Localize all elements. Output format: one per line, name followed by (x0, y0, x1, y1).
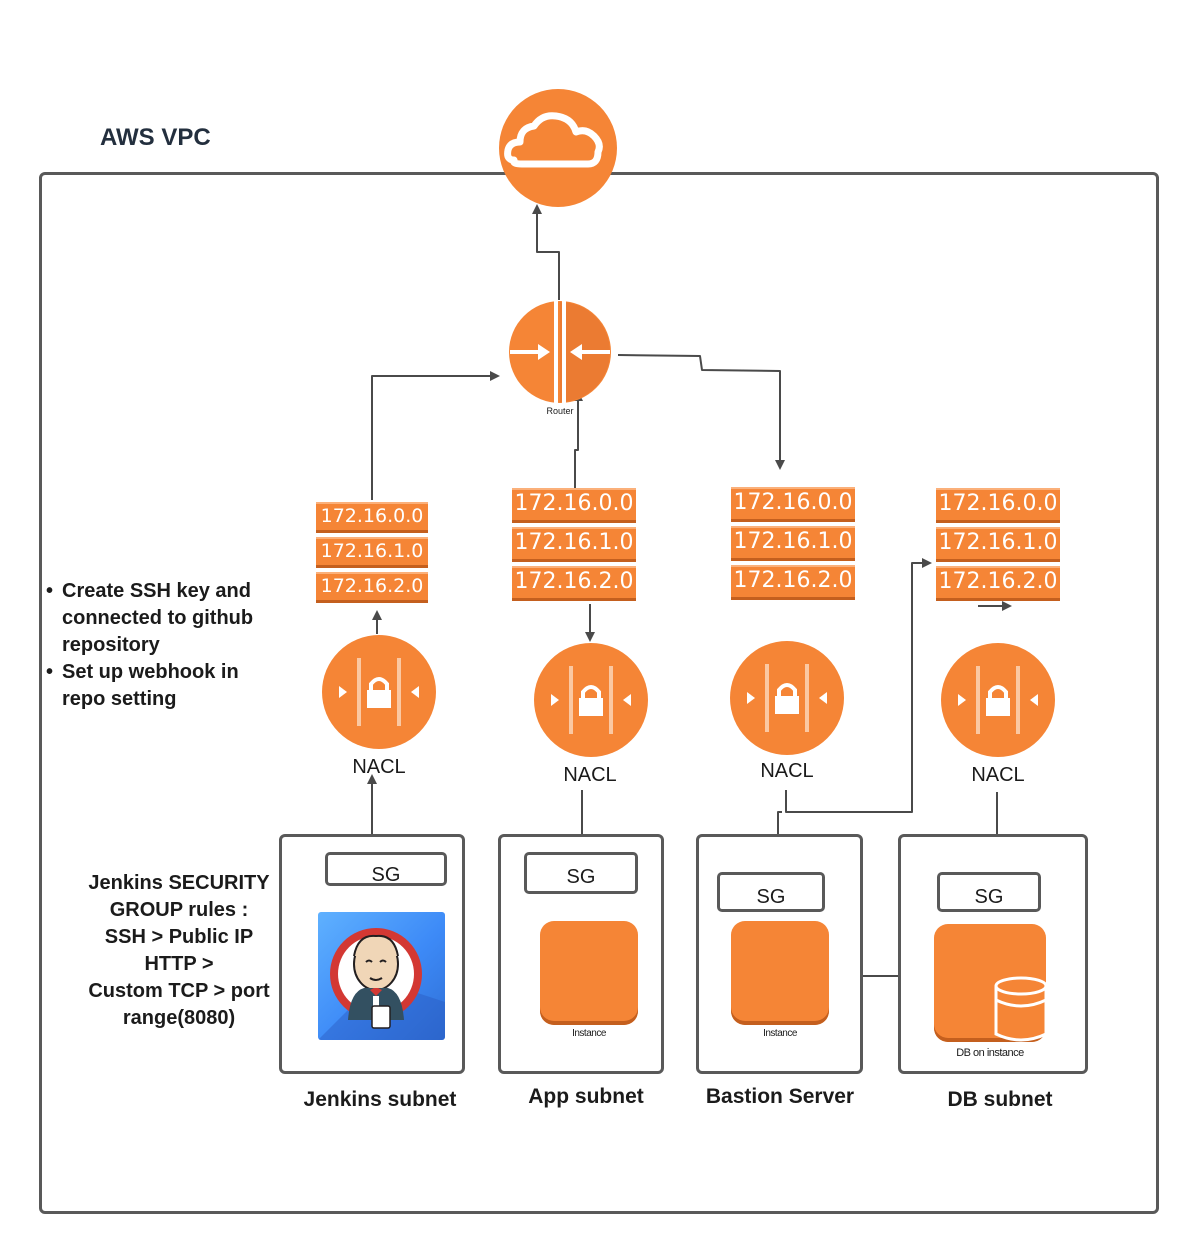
app-nacl-lock-icon (534, 643, 648, 757)
app-cidr-table: 172.16.0.0 172.16.1.0 172.16.2.0 (512, 488, 636, 601)
bastion-sg-box: SG (717, 872, 825, 912)
cidr-entry: 172.16.0.0 (512, 488, 636, 523)
router-to-bastion-arrow (617, 354, 785, 470)
jenkins-sg-box: SG (325, 852, 447, 886)
app-instance-icon (540, 921, 638, 1025)
db-nacl-label: NACL (971, 764, 1025, 786)
bastion-nacl-lock-icon (730, 641, 844, 755)
cidr-entry: 172.16.0.0 (316, 502, 428, 533)
jenkins-cidr-table: 172.16.0.0 172.16.1.0 172.16.2.0 (316, 502, 428, 603)
cidr-entry: 172.16.1.0 (316, 537, 428, 568)
jenkins-nacl-lock-icon (322, 635, 436, 749)
bastion-instance-label: Instance (763, 1028, 797, 1039)
db-cidr-table: 172.16.0.0 172.16.1.0 172.16.2.0 (936, 488, 1060, 601)
app-sg-box: SG (524, 852, 638, 894)
sg-rule-line: SSH > Public IP (104, 926, 254, 948)
cidr-entry: 172.16.2.0 (316, 572, 428, 603)
jenkins-logo-icon (318, 912, 445, 1040)
jenkins-sg-rules-note: Jenkins SECURITY GROUP rules : SSH > Pub… (72, 870, 286, 1032)
jenkins-logo-art (318, 928, 445, 1040)
jenkins-subnet-label: Jenkins subnet (303, 1088, 457, 1111)
router-icon (509, 300, 611, 404)
sg-rule-line: Jenkins SECURITY GROUP rules : (88, 872, 270, 921)
note-bullet: Create SSH key and connected to github r… (46, 578, 292, 659)
note-bullet: Set up webhook in repo setting (46, 659, 272, 713)
db-nacl-lock-icon (941, 643, 1055, 757)
cidr-entry: 172.16.0.0 (731, 487, 855, 522)
db-sg-box: SG (937, 872, 1041, 912)
router-to-internet-arrow (532, 204, 560, 300)
db-instance-label: DB on instance (956, 1047, 1024, 1059)
sg-rule-line: HTTP > (144, 953, 214, 975)
bastion-subnet-label: Bastion Server (705, 1085, 855, 1108)
app-to-router-arrow (573, 391, 583, 488)
setup-notes: Create SSH key and connected to github r… (46, 578, 292, 713)
app-subnet-label: App subnet (528, 1085, 644, 1108)
cidr-entry: 172.16.1.0 (936, 527, 1060, 562)
cidr-entry: 172.16.1.0 (512, 527, 636, 562)
app-instance-label: Instance (572, 1028, 606, 1039)
cidr-entry: 172.16.2.0 (731, 565, 855, 600)
jenkins-to-router-arrow (371, 371, 500, 500)
db-subnet-label: DB subnet (947, 1088, 1053, 1111)
app-nacl-label: NACL (563, 764, 617, 786)
vpc-title: AWS VPC (100, 124, 211, 151)
cidr-entry: 172.16.0.0 (936, 488, 1060, 523)
jenkins-nacl-label: NACL (352, 756, 406, 778)
database-icon (994, 976, 1048, 1042)
bastion-cidr-table: 172.16.0.0 172.16.1.0 172.16.2.0 (731, 487, 855, 600)
sg-rule-line: Custom TCP > port range(8080) (88, 980, 270, 1029)
router-label: Router (546, 406, 574, 416)
bastion-instance-icon (731, 921, 829, 1025)
internet-gateway-cloud-icon (499, 89, 617, 207)
bastion-to-db-cidr-arrow (785, 558, 932, 813)
cidr-entry: 172.16.2.0 (512, 566, 636, 601)
cidr-entry: 172.16.1.0 (731, 526, 855, 561)
bastion-nacl-label: NACL (760, 760, 814, 782)
cidr-entry: 172.16.2.0 (936, 566, 1060, 601)
